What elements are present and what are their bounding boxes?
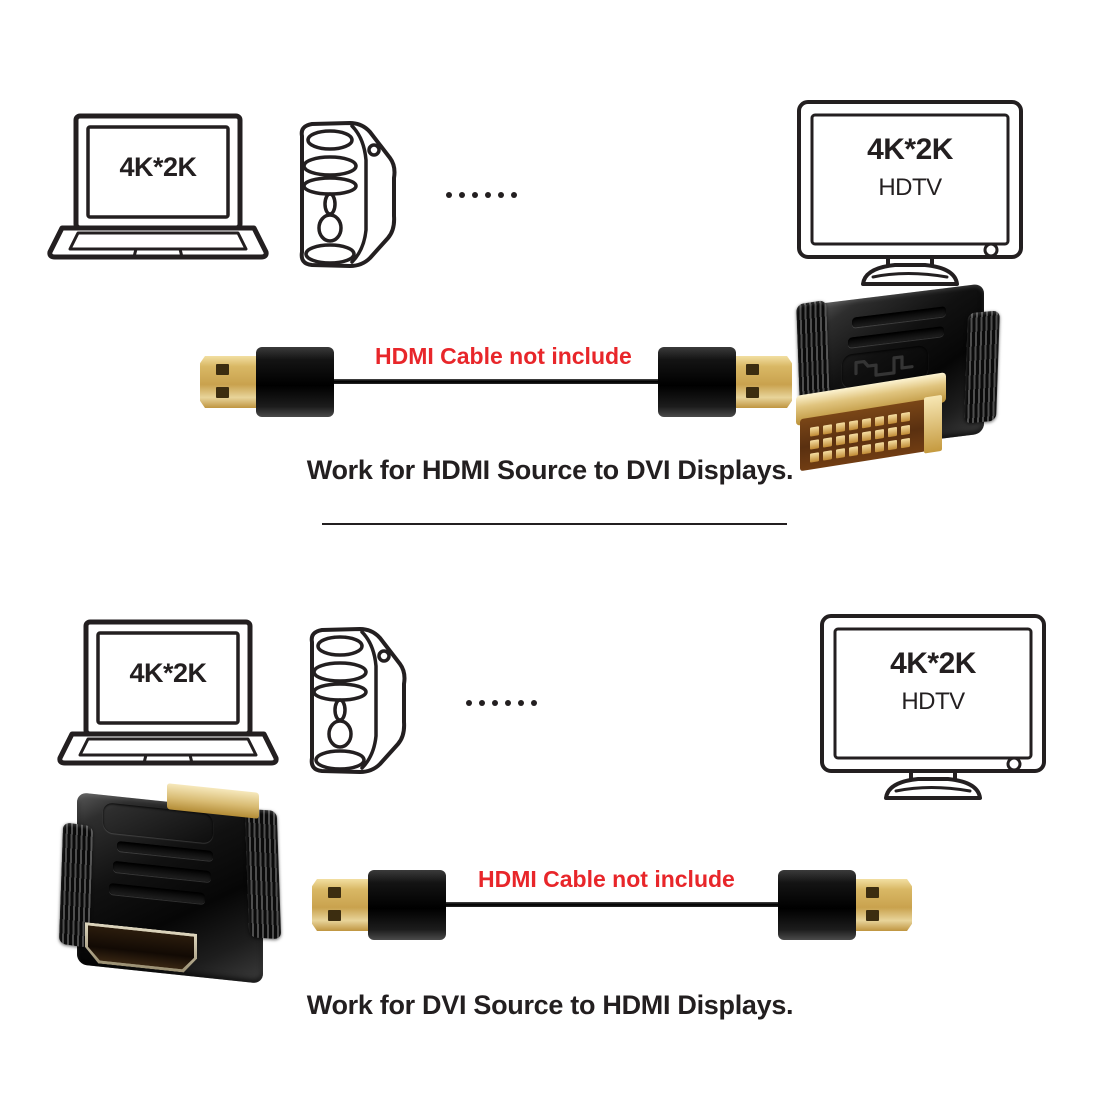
cable-wire xyxy=(408,902,816,907)
hdmi-plug-gold-contact xyxy=(850,879,912,931)
hdmi-plug-overmold xyxy=(256,347,334,417)
hdmi-plug-overmold xyxy=(658,347,736,417)
hdmi-plug-overmold xyxy=(368,870,446,940)
hdmi-logo-icon xyxy=(842,345,928,390)
ellipsis-indicator xyxy=(446,192,517,198)
desktop-tower-icon xyxy=(300,624,410,774)
monitor-icon: 4K*2K HDTV xyxy=(818,612,1063,802)
hdmi-plug-overmold xyxy=(778,870,856,940)
ellipsis-dot xyxy=(472,192,478,198)
panel-dvi-source-to-hdmi: 4K*2K 4K*2K HDTV xyxy=(0,550,1100,1100)
ellipsis-dot xyxy=(511,192,517,198)
hdmi-plug-left xyxy=(200,347,334,417)
ellipsis-dot xyxy=(492,700,498,706)
cable-not-included-note: HDMI Cable not include xyxy=(375,343,632,369)
monitor-icon: 4K*2K HDTV xyxy=(795,98,1040,288)
hdmi-plug-gold-contact xyxy=(730,356,792,408)
ellipsis-dot xyxy=(505,700,511,706)
hdmi-plug-right xyxy=(658,347,792,417)
ellipsis-dot xyxy=(466,700,472,706)
ellipsis-indicator xyxy=(466,700,537,706)
hdmi-cable xyxy=(312,848,912,958)
panel-caption-bottom: Work for DVI Source to HDMI Displays. xyxy=(306,990,794,1020)
hdmi-plug-right xyxy=(778,870,912,940)
adapter-thumbscrew-grip-right xyxy=(244,808,282,940)
ellipsis-dot xyxy=(446,192,452,198)
laptop-icon: 4K*2K xyxy=(57,618,279,768)
dvi-to-hdmi-adapter xyxy=(55,783,295,993)
ellipsis-dot xyxy=(518,700,524,706)
ellipsis-dot xyxy=(485,192,491,198)
laptop-icon: 4K*2K xyxy=(47,112,269,262)
adapter-thumbscrew-grip-right xyxy=(964,310,1000,424)
hdmi-cable xyxy=(200,325,792,435)
hdmi-plug-gold-contact xyxy=(200,356,262,408)
ellipsis-dot xyxy=(498,192,504,198)
hdmi-to-dvi-adapter xyxy=(790,283,1010,483)
section-divider xyxy=(322,523,787,525)
desktop-tower-icon xyxy=(290,118,400,268)
panel-caption-top: Work for HDMI Source to DVI Displays. xyxy=(306,455,794,485)
dvi-flat-blade-contact xyxy=(924,394,942,454)
cable-not-included-note: HDMI Cable not include xyxy=(478,866,735,892)
hdmi-plug-left xyxy=(312,870,446,940)
ellipsis-dot xyxy=(531,700,537,706)
hdmi-plug-gold-contact xyxy=(312,879,374,931)
ellipsis-dot xyxy=(479,700,485,706)
panel-hdmi-source-to-dvi: 4K*2K 4K*2K HDTV xyxy=(47,98,1040,485)
cable-wire xyxy=(296,379,696,384)
ellipsis-dot xyxy=(459,192,465,198)
